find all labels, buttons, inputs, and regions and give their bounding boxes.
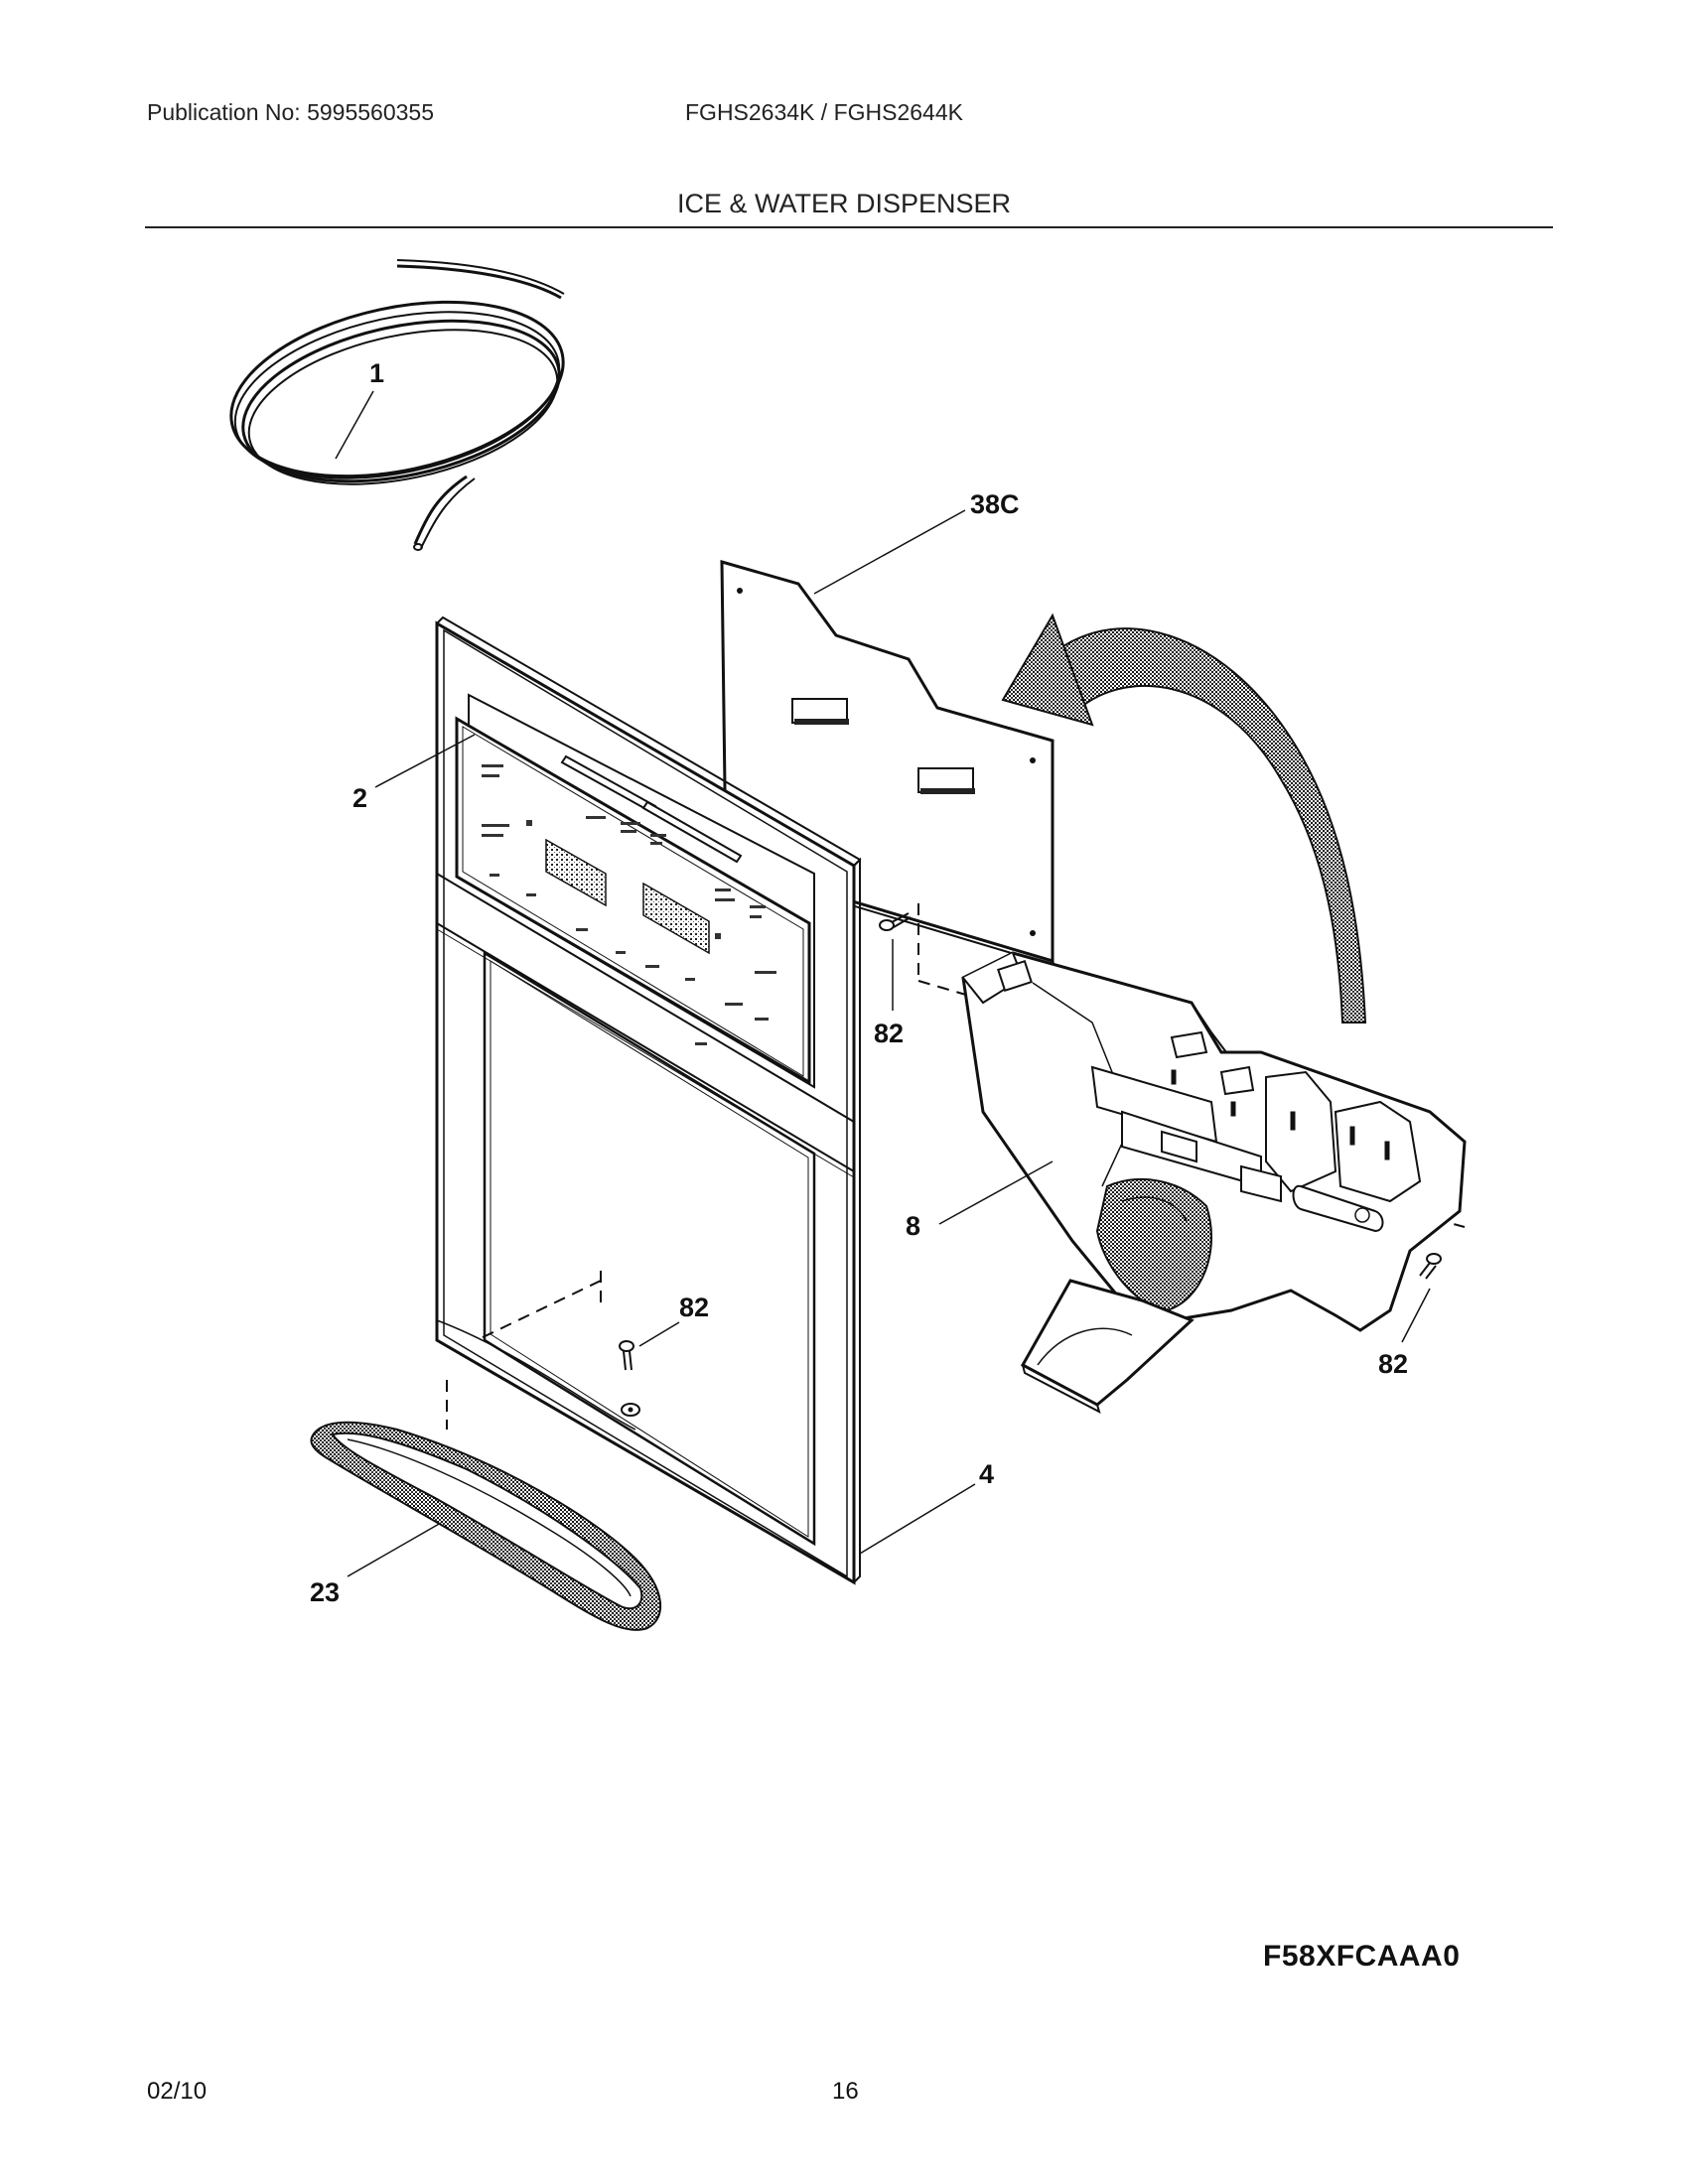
screw-right — [1419, 1253, 1442, 1280]
callout-38c: 38C — [813, 489, 1020, 595]
control-overlay — [455, 716, 811, 1085]
callout-label-1: 1 — [369, 358, 384, 388]
water-tubing-coil — [229, 259, 565, 551]
section-title: ICE & WATER DISPENSER — [676, 189, 1012, 218]
page-number: 16 — [832, 2078, 859, 2105]
screw-lower — [619, 1340, 634, 1371]
callout-label-38c: 38C — [970, 489, 1020, 519]
callout-label-82-lower: 82 — [679, 1293, 709, 1322]
callout-23: 23 — [310, 1522, 442, 1607]
callout-2: 2 — [352, 734, 476, 813]
footer-date: 02/10 — [147, 2078, 208, 2105]
callout-82-upper: 82 — [874, 939, 904, 1048]
screw-upper — [879, 912, 912, 931]
callout-label-23: 23 — [310, 1577, 340, 1607]
diagram-code: F58XFCAAA0 — [1263, 1940, 1461, 1973]
header-rule — [145, 226, 1553, 228]
model-numbers: FGHS2634K / FGHS2644K — [685, 99, 963, 125]
callout-82-right: 82 — [1378, 1288, 1431, 1379]
callout-82-lower: 82 — [638, 1293, 709, 1347]
drip-tray — [310, 1421, 662, 1631]
publication-number: Publication No: 5995560355 — [147, 99, 435, 125]
callout-label-82-right: 82 — [1378, 1349, 1408, 1379]
callout-8: 8 — [906, 1160, 1054, 1241]
callout-label-4: 4 — [979, 1459, 994, 1489]
callout-label-2: 2 — [352, 783, 367, 813]
callout-1: 1 — [335, 358, 384, 460]
callout-label-82-upper: 82 — [874, 1019, 904, 1048]
curved-arrow — [1001, 613, 1367, 1024]
dispenser-module — [961, 951, 1467, 1414]
callout-4: 4 — [859, 1459, 994, 1555]
callout-label-8: 8 — [906, 1211, 920, 1241]
